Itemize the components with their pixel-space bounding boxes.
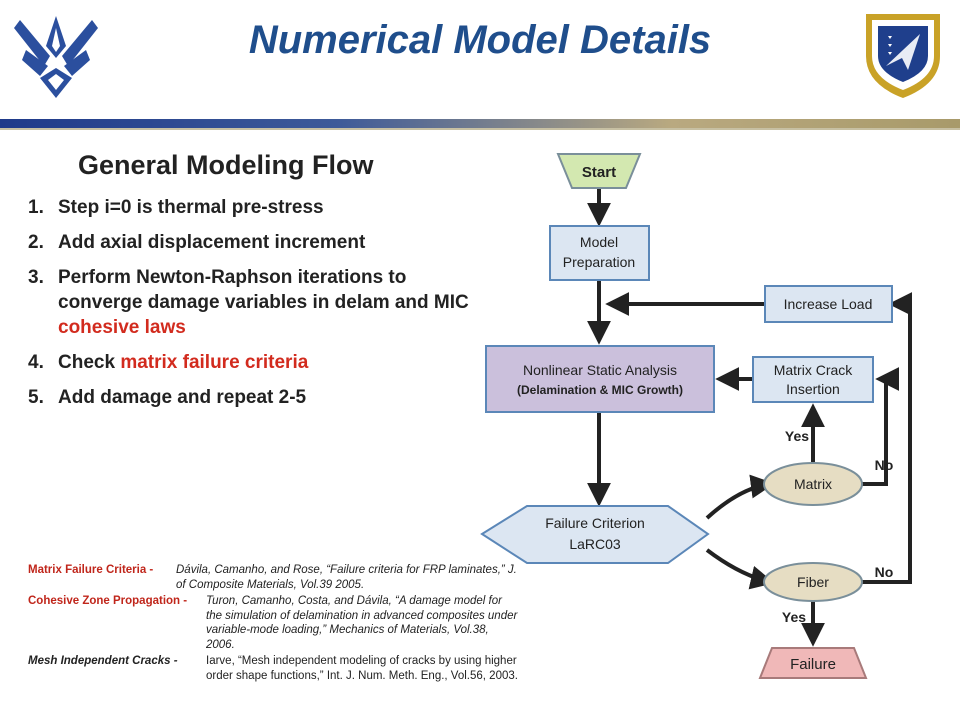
nonlinear-analysis-sublabel: (Delamination & MIC Growth) [517,383,683,397]
reference-item: Mesh Independent Cracks - Iarve, “Mesh i… [28,654,518,683]
model-preparation-label: Preparation [563,254,635,270]
failure-criterion-label: LaRC03 [569,536,621,552]
references: Matrix Failure Criteria - Dávila, Camanh… [28,563,518,683]
edge-label-yes: Yes [782,609,806,625]
title-divider-line [0,128,960,130]
reference-text: Iarve, “Mesh independent modeling of cra… [206,655,518,682]
reference-label: Mesh Independent Cracks - [28,655,178,667]
edge-label-no: No [875,457,894,473]
step-text: Check [58,352,121,373]
failure-criterion-node [480,505,710,564]
step-number: 5. [28,387,44,408]
fiber-label: Fiber [797,574,829,590]
model-preparation-label: Model [580,234,618,250]
reference-label: Cohesive Zone Propagation - [28,595,188,607]
start-label: Start [582,164,616,181]
reference-text: Dávila, Camanho, and Rose, “Failure crit… [176,564,517,591]
edge-label-no: No [875,564,894,580]
matrix-crack-label: Insertion [786,381,840,397]
step-item: 2. Add axial displacement increment [28,230,488,255]
increase-load-node [764,285,893,323]
step-item: 3. Perform Newton-Raphson iterations to … [28,265,488,340]
reference-item: Matrix Failure Criteria - Dávila, Camanh… [28,563,518,592]
step-text: Add axial displacement increment [58,232,366,253]
nonlinear-analysis-node [485,345,715,413]
air-force-wings-logo [14,16,98,98]
reference-label: Matrix Failure Criteria - [28,564,154,576]
fiber-decision-node [763,562,863,602]
matrix-crack-label: Matrix Crack [774,362,854,378]
title-divider-bar [0,119,960,128]
step-text: Add damage and repeat 2-5 [58,387,307,408]
slide-title: Numerical Model Details [248,18,712,62]
step-highlight: cohesive laws [58,317,186,338]
edge-label-yes: Yes [785,428,809,444]
air-force-research-laboratory-logo [866,14,940,98]
model-preparation-node [549,225,650,281]
failure-node [758,647,868,679]
matrix-label: Matrix [794,476,832,492]
steps-list: 1. Step i=0 is thermal pre-stress 2. Add… [28,195,488,420]
start-node [556,153,642,189]
matrix-decision-node [763,462,863,506]
failure-criterion-label: Failure Criterion [545,515,645,531]
step-item: 4. Check matrix failure criteria [28,350,488,375]
step-number: 4. [28,352,44,373]
flowchart: Start Model Preparation Increase Load No… [480,153,913,679]
reference-item: Cohesive Zone Propagation - Turon, Caman… [28,594,518,652]
matrix-crack-insertion-node [752,356,874,403]
step-text: Step i=0 is thermal pre-stress [58,197,324,218]
step-number: 3. [28,267,44,288]
step-item: 1. Step i=0 is thermal pre-stress [28,195,488,220]
step-highlight: matrix failure criteria [120,352,309,373]
step-number: 1. [28,197,44,218]
step-item: 5. Add damage and repeat 2-5 [28,385,488,410]
failure-label: Failure [790,656,836,673]
increase-load-label: Increase Load [784,296,873,312]
section-heading: General Modeling Flow [78,150,374,180]
step-number: 2. [28,232,44,253]
step-text: Perform Newton-Raphson iterations to con… [58,267,469,313]
reference-text: Turon, Camanho, Costa, and Dávila, “A da… [206,595,518,651]
nonlinear-analysis-label: Nonlinear Static Analysis [523,362,677,378]
